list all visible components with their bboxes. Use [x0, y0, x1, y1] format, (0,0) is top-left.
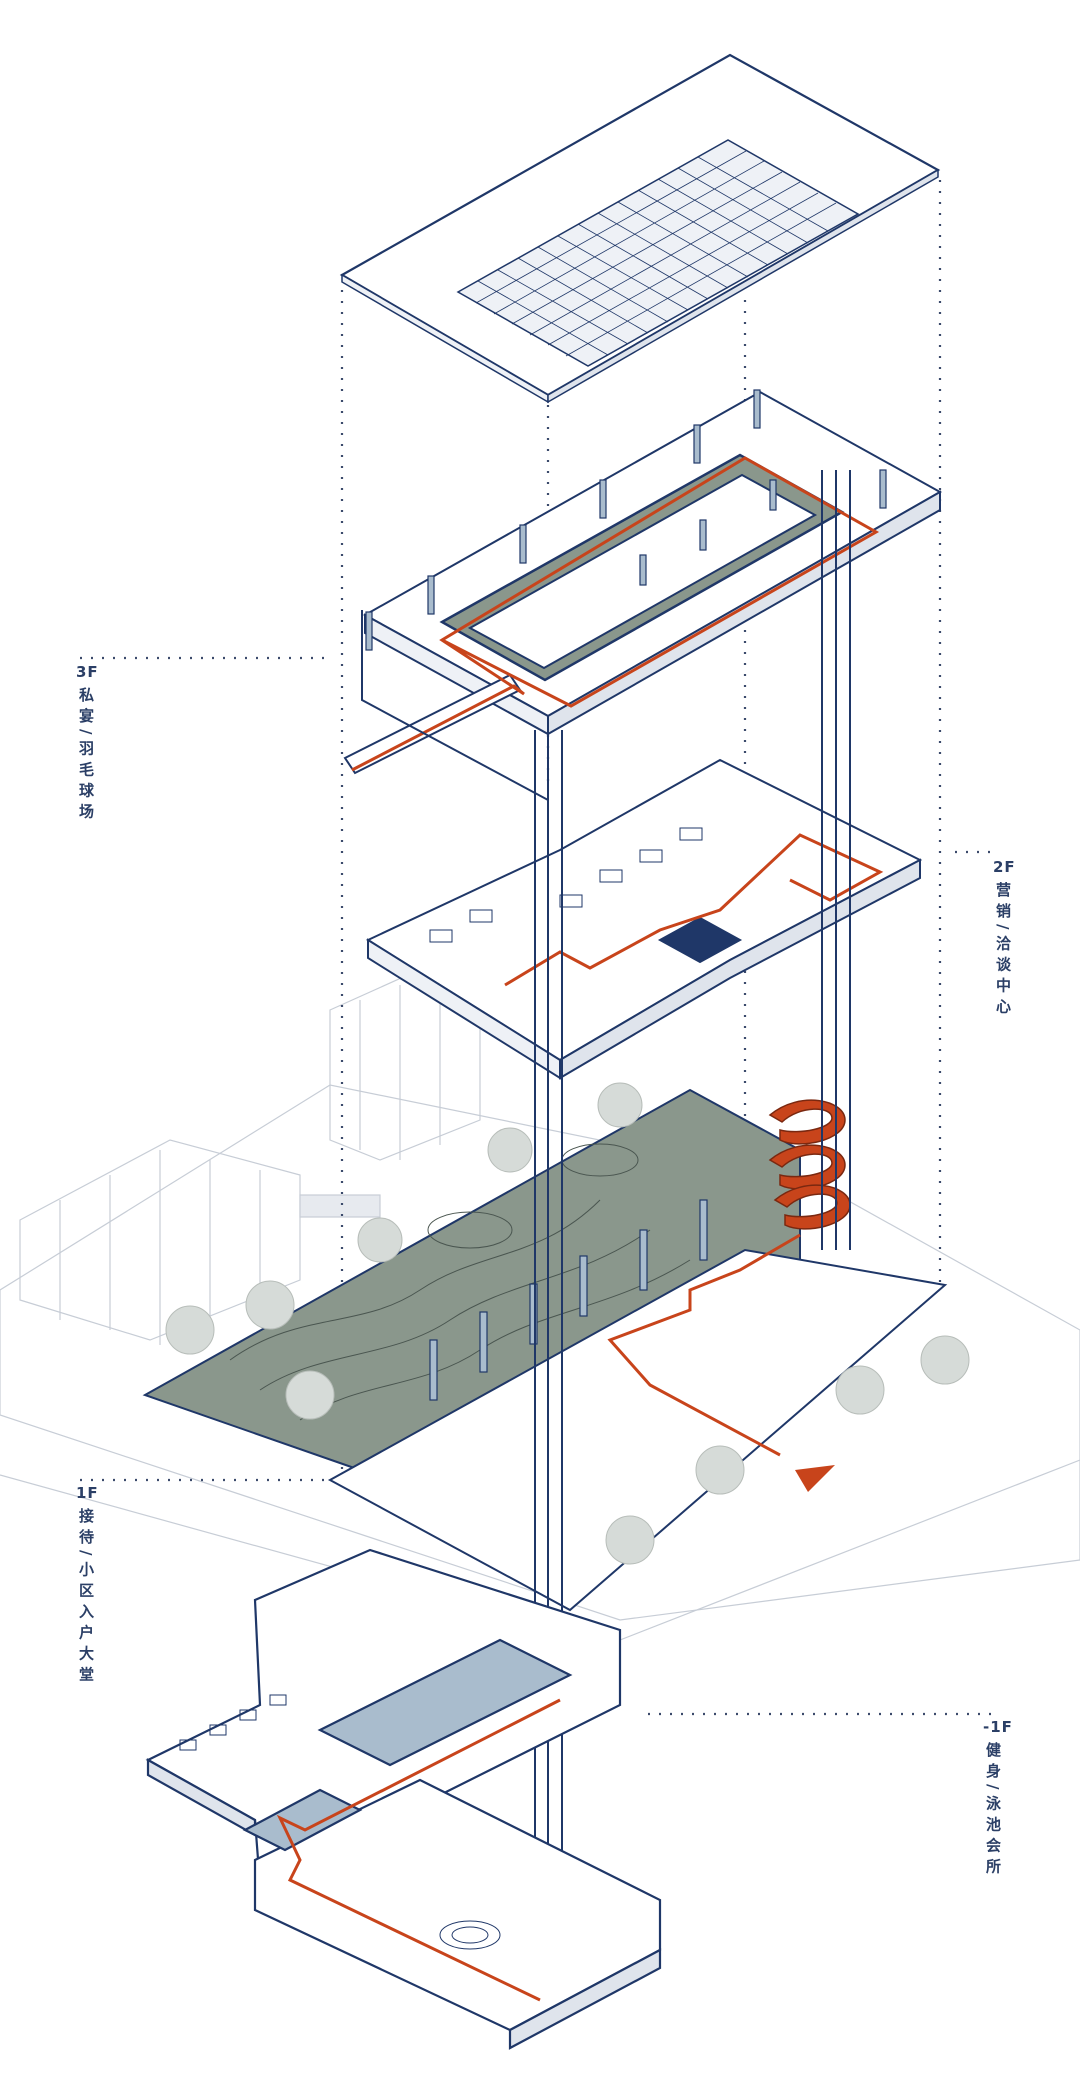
floor-name-1f: 接待/小区入户大堂 [77, 1508, 95, 1688]
floor-1f-slab [142, 1088, 948, 1612]
floor-code-b1: -1F [983, 1718, 1013, 1736]
floor-label-2f: 2F 营销/洽谈中心 [993, 858, 1016, 1019]
floor-b1-equipment [179, 1694, 501, 1950]
floor-label-3f: 3F 私宴/羽毛球场 [76, 663, 99, 824]
spiral-stair [768, 1099, 851, 1230]
floor-b1-slab [145, 1548, 662, 2050]
floor-2f-furniture [429, 827, 703, 943]
floor-b1-circulation-route [276, 1698, 561, 2002]
floor-code-2f: 2F [993, 858, 1016, 876]
floor-3f-columns [365, 389, 887, 651]
floor-1f-circulation-route [607, 1233, 801, 1457]
trees [165, 1082, 970, 1565]
floor-1f-columns [429, 1199, 708, 1401]
floor-2f-slab [365, 758, 923, 1080]
floor-label-1f: 1F 接待/小区入户大堂 [76, 1484, 99, 1687]
floor-3f-circulation-route [351, 456, 880, 772]
floor-name-3f: 私宴/羽毛球场 [77, 687, 95, 825]
floor-name-b1: 健身/泳池会所 [984, 1742, 1002, 1880]
floor-code-1f: 1F [76, 1484, 99, 1502]
ghost-context [0, 964, 1080, 1641]
entrance-arrow [795, 1465, 835, 1492]
roof-skylight-grid [475, 150, 837, 357]
floor-label-b1: -1F 健身/泳池会所 [983, 1718, 1013, 1879]
pools [242, 1638, 573, 1852]
floor-name-2f: 营销/洽谈中心 [994, 882, 1012, 1020]
floor-2f-circulation-route [504, 833, 884, 987]
floor-code-3f: 3F [76, 663, 99, 681]
roof-slab [339, 53, 941, 404]
